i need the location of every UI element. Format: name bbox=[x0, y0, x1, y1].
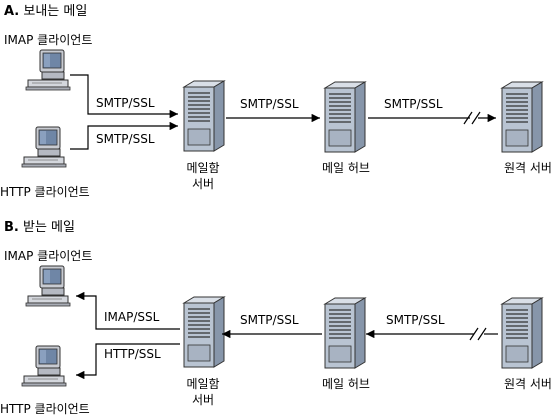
arrow-http-to-mailbox bbox=[70, 121, 178, 150]
remote-server-icon bbox=[501, 81, 543, 153]
imap-client-computer-icon bbox=[25, 265, 71, 307]
mailbox-server-icon bbox=[183, 296, 225, 368]
http-client-computer-icon bbox=[21, 126, 67, 168]
remote-server-label: 원격 서버 bbox=[504, 161, 552, 175]
mail-hub-server-icon bbox=[324, 297, 366, 369]
arrow-mailbox-to-imap bbox=[76, 291, 180, 330]
section-incoming: B. 받는 메일 IMAP 클라이언트 HTTP 클라이언트 IMAP/SSL … bbox=[0, 220, 552, 416]
protocol-label-imap-path: SMTP/SSL bbox=[96, 96, 155, 110]
protocol-label-imap-path: IMAP/SSL bbox=[104, 310, 160, 324]
protocol-label-http-path: HTTP/SSL bbox=[104, 347, 161, 361]
mailbox-server-label-line2: 서버 bbox=[192, 393, 214, 407]
protocol-label-remote-hub: SMTP/SSL bbox=[386, 313, 445, 327]
imap-client-computer-icon bbox=[25, 49, 71, 91]
protocol-label-http-path: SMTP/SSL bbox=[96, 132, 155, 146]
mailbox-server-label-line1: 메일함 bbox=[186, 161, 219, 175]
break-mark bbox=[471, 111, 481, 125]
break-mark bbox=[477, 327, 487, 341]
protocol-label-hub-mailbox: SMTP/SSL bbox=[240, 313, 299, 327]
mail-hub-label: 메일 허브 bbox=[322, 377, 370, 391]
section-a-title: A. 보내는 메일 bbox=[4, 4, 87, 19]
break-mark bbox=[463, 111, 473, 125]
arrow-mailbox-to-http bbox=[76, 343, 180, 380]
mail-hub-server-icon bbox=[324, 81, 366, 153]
section-b-title: B. 받는 메일 bbox=[4, 220, 75, 235]
protocol-label-hub-remote: SMTP/SSL bbox=[384, 97, 443, 111]
section-outgoing: A. 보내는 메일 IMAP 클라이언트 HTTP 클라이언트 SMTP/SSL… bbox=[0, 4, 552, 199]
imap-client-label: IMAP 클라이언트 bbox=[4, 33, 92, 47]
mailbox-server-label-line2: 서버 bbox=[192, 177, 214, 191]
imap-client-label: IMAP 클라이언트 bbox=[4, 249, 92, 263]
http-client-label: HTTP 클라이언트 bbox=[0, 402, 90, 416]
mailbox-server-icon bbox=[183, 80, 225, 152]
break-mark bbox=[469, 327, 479, 341]
http-client-label: HTTP 클라이언트 bbox=[0, 185, 90, 199]
http-client-computer-icon bbox=[21, 345, 67, 387]
mail-hub-label: 메일 허브 bbox=[322, 161, 370, 175]
arrow-imap-to-mailbox bbox=[70, 74, 178, 119]
mailbox-server-label-line1: 메일함 bbox=[186, 377, 219, 391]
remote-server-label: 원격 서버 bbox=[504, 377, 552, 391]
remote-server-icon bbox=[501, 297, 543, 369]
protocol-label-mailbox-hub: SMTP/SSL bbox=[240, 97, 299, 111]
